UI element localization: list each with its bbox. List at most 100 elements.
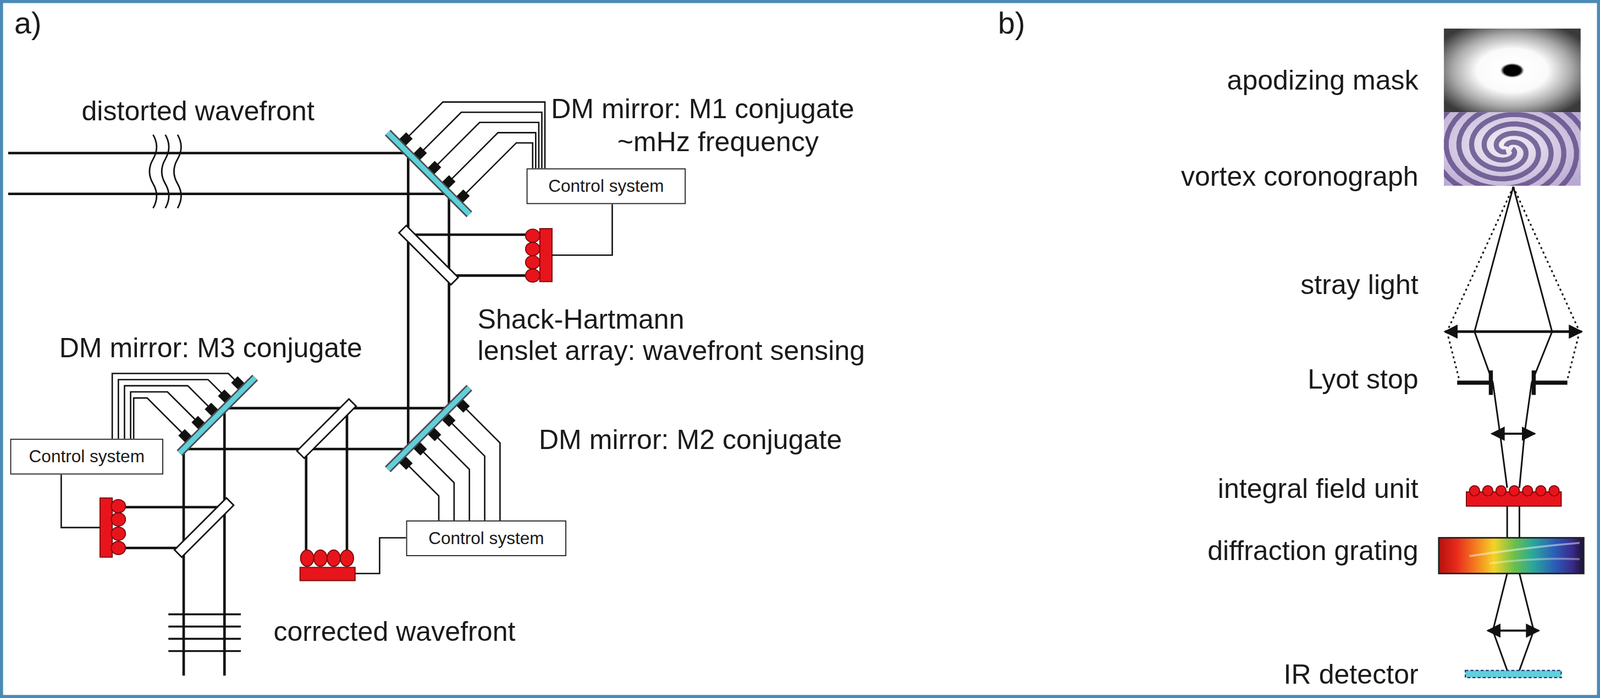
beam-label: distorted wavefront <box>81 96 314 129</box>
actuator <box>430 431 438 439</box>
beam-line <box>407 233 527 237</box>
stray-ray <box>1513 186 1580 333</box>
actuator <box>181 432 189 440</box>
beam-line <box>182 449 186 676</box>
beam-line <box>345 408 349 552</box>
grating-streak <box>1469 543 1580 557</box>
mirror-surface <box>387 388 470 471</box>
ray <box>1492 573 1508 631</box>
box-label: Control system <box>548 175 664 197</box>
lenslet-array <box>300 550 356 582</box>
component-label: diffraction grating <box>1207 536 1419 568</box>
actuator <box>416 150 424 158</box>
instrument-chain <box>1433 28 1590 678</box>
beam-path <box>8 134 527 676</box>
actuator-wire <box>130 392 196 439</box>
component-label: vortex coronograph <box>1181 161 1419 193</box>
apodizing-mask-image <box>1443 28 1581 113</box>
beam-line <box>124 505 225 509</box>
lenslet <box>300 550 314 567</box>
lyot-stop <box>1457 381 1491 385</box>
relay-lens <box>1491 432 1535 435</box>
ray <box>1492 630 1508 671</box>
lyot-stop <box>1531 370 1536 396</box>
lenslet-sensor <box>539 228 553 283</box>
panel-letter: a) <box>14 6 42 42</box>
lenslet <box>111 527 126 541</box>
beam-line <box>406 153 410 450</box>
vortex-spiral <box>1443 112 1564 186</box>
wavefront-wiggle <box>149 134 157 209</box>
actuator <box>444 178 452 186</box>
actuator-wire <box>451 132 536 179</box>
wavefront-tick <box>168 625 241 628</box>
lenslet <box>327 550 341 567</box>
ray <box>1492 382 1500 434</box>
actuator <box>459 402 467 410</box>
lyot-stop <box>1533 381 1568 385</box>
ifu-lenslet <box>1522 486 1533 497</box>
ir-detector <box>1465 670 1561 678</box>
ray <box>1513 186 1553 333</box>
ifu-lenslet <box>1535 486 1547 497</box>
lyot-stop <box>1488 370 1493 396</box>
actuator <box>416 445 424 453</box>
wavefront-tick <box>168 613 241 616</box>
beam-line <box>8 151 409 155</box>
wavefront-tick <box>168 638 241 640</box>
ifu-lenslet <box>1469 486 1480 497</box>
ray <box>1519 433 1525 488</box>
mirror-label: DM mirror: M3 conjugate <box>59 332 363 365</box>
lenslet <box>340 550 354 567</box>
control-wire <box>61 474 101 528</box>
lenslet <box>525 268 540 283</box>
actuator <box>234 379 242 388</box>
actuator-wire <box>422 112 542 169</box>
lenslet <box>111 512 126 527</box>
component-label: apodizing mask <box>1227 65 1419 98</box>
grating-streak <box>1490 559 1580 564</box>
component-label: stray light <box>1300 269 1419 302</box>
lenslet-sensor <box>300 567 356 581</box>
beam-line <box>8 192 450 196</box>
mirror-body <box>179 377 256 454</box>
beam-line <box>447 194 451 409</box>
ray <box>1518 506 1521 539</box>
actuator-wire <box>408 466 439 521</box>
actuator-wire <box>112 373 235 440</box>
beam-splitter <box>296 399 357 459</box>
actuator-wire <box>451 423 485 521</box>
stray-ray <box>1567 331 1580 380</box>
panel-letter: b) <box>997 6 1026 42</box>
component-label: IR detector <box>1283 659 1419 692</box>
ifu-lenslet <box>1548 486 1560 497</box>
actuator <box>401 459 410 467</box>
camera-lens <box>1487 630 1539 633</box>
beam-line <box>224 406 449 410</box>
dm-mirror-m2 <box>387 388 500 521</box>
component-label: integral field unit <box>1217 473 1419 506</box>
lenslet <box>525 242 540 256</box>
lenslet <box>111 541 126 555</box>
control-wire <box>552 203 612 256</box>
control-box: Control system <box>10 438 164 475</box>
lenslet-sensor <box>100 498 113 558</box>
ray <box>1506 506 1509 539</box>
wavefront-wiggle <box>173 134 181 209</box>
ray <box>1474 186 1514 333</box>
lens <box>1444 330 1582 334</box>
mirror-surface <box>179 377 256 454</box>
diffraction-grating-image <box>1438 537 1585 574</box>
mirror-body <box>387 132 470 215</box>
lenslet <box>313 550 328 567</box>
ray <box>1519 630 1534 671</box>
actuator-wire <box>124 385 209 440</box>
sensor-label: lenslet array: wavefront sensing <box>477 335 866 368</box>
ifu-lenslet <box>1509 486 1520 497</box>
actuator <box>221 393 229 401</box>
actuator-wire <box>133 398 182 439</box>
vortex-spirals <box>1443 112 1581 186</box>
mirror-label: ~mHz frequency <box>617 126 819 159</box>
